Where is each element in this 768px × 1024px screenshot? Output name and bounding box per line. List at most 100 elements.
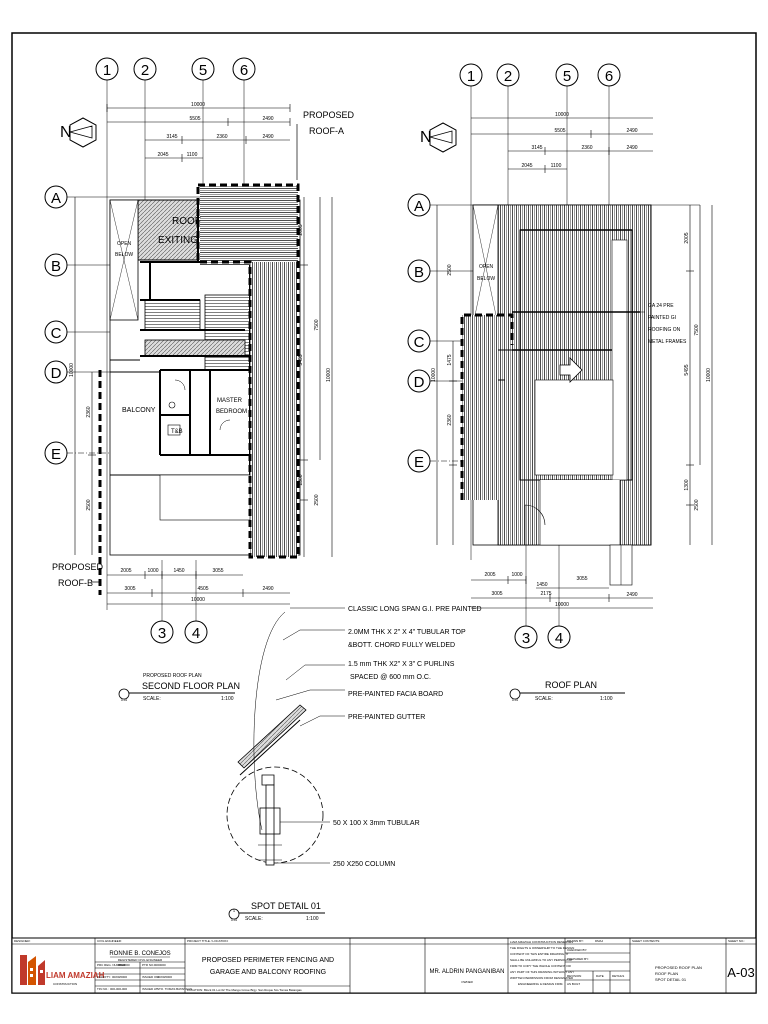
dim-top-5505: 5505: [189, 116, 200, 122]
grid-bubble-4: 4: [184, 620, 208, 644]
grid-bubble-e: E: [44, 441, 68, 465]
dim-top-3145: 3145: [166, 134, 177, 140]
grid-bubble-6b: 6: [597, 63, 621, 87]
svg-text:SHALL BE UNLAWFUL TO ANY PERSO: SHALL BE UNLAWFUL TO ANY PERSON OR: [510, 958, 573, 962]
dim-top-overall: 10000: [191, 102, 205, 108]
svg-text:1:100: 1:100: [600, 696, 613, 702]
svg-text:N: N: [420, 129, 432, 146]
svg-text:A-01: A-01: [231, 918, 238, 922]
grid-bubble-d: D: [44, 360, 68, 384]
dim-bot-2490: 2490: [262, 586, 273, 592]
dim-bot-3055: 3055: [212, 568, 223, 574]
svg-text:1:100: 1:100: [306, 916, 319, 922]
dim-bot-overall: 10000: [191, 597, 205, 603]
north-arrow-icon: N: [60, 117, 97, 148]
svg-text:THE RIGHTS & OWNERSHIP TO THE: THE RIGHTS & OWNERSHIP TO THE DESIGN: [510, 946, 574, 950]
svg-text:WRITTEN PERMISSION FROM DESIGN: WRITTEN PERMISSION FROM DESIGNATED: [510, 976, 574, 980]
sheet-contents-3: SPOT DETAIL 01: [655, 977, 687, 982]
dim-right-2005: 2005: [298, 224, 304, 235]
spot-detail-title: SPOT DETAIL 01 1 A-01 SCALE: 1:100: [228, 901, 325, 922]
grid-bubble-cb: C: [407, 329, 431, 353]
grid-bubble-5b: 5: [555, 63, 579, 87]
svg-text:1: 1: [233, 908, 236, 913]
svg-text:A-01: A-01: [121, 698, 128, 702]
proposed-roof-b-label-1: PROPOSED: [52, 562, 104, 572]
dim-top-2490: 2490: [262, 116, 273, 122]
issued-at-label: ISSUED AT:: [142, 987, 158, 991]
svg-text:A-01: A-01: [512, 698, 519, 702]
company-logo: LIAM AMAZIAH CONSTRUCTION: [20, 955, 105, 986]
dim-left-10000: 10000: [69, 363, 75, 377]
drawn-by-label: DRAWN BY:: [567, 939, 584, 943]
bottom-dimensions: [107, 571, 290, 605]
dim-right-2500: 2500: [314, 494, 320, 505]
engineer-title: REGISTERED CIVIL ENGINEER: [118, 958, 163, 962]
dim2-top-2045: 2045: [521, 163, 532, 169]
dim2-top-2490: 2490: [626, 128, 637, 134]
note-tubular-1: 2.0MM THK X 2" X 4" TUBULAR TOP: [348, 629, 466, 636]
dim2-top-5505: 5505: [554, 128, 565, 134]
location-label: LOCATION:: [187, 988, 203, 992]
grid-bubble-ab: A: [407, 193, 431, 217]
second-floor-plan: 1 2 5 6 3 4 A B C D E N: [44, 57, 355, 644]
svg-text:LIAM AMAZIAH CONSTRUCTION RESE: LIAM AMAZIAH CONSTRUCTION RESERVES: [510, 940, 573, 944]
revision-label: REVISION: [567, 974, 581, 978]
note-facia: PRE-PAINTED FACIA BOARD: [348, 691, 443, 698]
tin-value: 000-000-000: [110, 987, 127, 991]
note-column: 250 X250 COLUMN: [333, 861, 395, 868]
svg-text:SCALE:: SCALE:: [535, 696, 553, 702]
svg-text:CONTENT OF THIS ENTIRE DRAWING: CONTENT OF THIS ENTIRE DRAWING. IT: [510, 952, 569, 956]
grid-bubble-2: 2: [133, 57, 157, 81]
grid-bubble-c: C: [44, 320, 68, 344]
second-floor-title: PROPOSED ROOF PLAN SECOND FLOOR PLAN A-0…: [118, 673, 240, 702]
svg-text:CONSTRUCTION: CONSTRUCTION: [53, 982, 77, 986]
svg-text:5: 5: [199, 62, 207, 79]
sheet-number: A-03: [727, 965, 754, 980]
grid-bubble-eb: E: [407, 449, 431, 473]
grid-bubble-a: A: [44, 185, 68, 209]
dim2-bot-1000: 1000: [511, 572, 522, 578]
proposed-roof-b-label-2: ROOF-B: [58, 578, 93, 588]
ptr-label: PTR NO.:: [142, 963, 155, 967]
prepared-by-label: PREPARED BY:: [567, 957, 589, 961]
dim-top-1100: 1100: [187, 152, 198, 158]
dim-bot-3005: 3005: [124, 586, 135, 592]
project-line-2: GARAGE AND BALCONY ROOFING: [210, 969, 326, 976]
svg-text:5: 5: [563, 68, 571, 85]
svg-text:N: N: [60, 124, 72, 141]
dim-right-7500: 7500: [314, 319, 320, 330]
dim2-left-10000: 10000: [431, 368, 437, 382]
roof-plan-title: ROOF PLAN A-01 SCALE: 1:100: [509, 680, 625, 702]
owner-name: MR. ALDRIN PANGANIBAN: [430, 969, 505, 975]
bottom-dimensions-b: [471, 576, 653, 609]
dim2-right-2500: 2500: [694, 499, 700, 510]
validity-label: VALIDITY:: [97, 975, 111, 979]
sheet-contents-2: ROOF PLAN: [655, 971, 678, 976]
dim2-top-1100: 1100: [551, 163, 562, 169]
balcony-label: BALCONY: [122, 407, 156, 414]
dim2-right-5495: 5495: [684, 364, 690, 375]
svg-text:PROPOSED ROOF PLAN: PROPOSED ROOF PLAN: [143, 673, 202, 679]
dim2-right-10000: 10000: [706, 368, 712, 382]
svg-text:C: C: [414, 334, 425, 351]
master-bedroom-label-1: MASTER: [217, 398, 243, 404]
proposed-roof-a-label-2: ROOF-A: [309, 126, 344, 136]
svg-text:SPOT DETAIL 01: SPOT DETAIL 01: [251, 901, 321, 911]
svg-text:A: A: [51, 190, 61, 207]
dim2-top-2490b: 2490: [626, 145, 637, 151]
svg-text:LIAM AMAZIAH: LIAM AMAZIAH: [46, 971, 105, 980]
right-dimensions: [300, 197, 333, 557]
civil-engineer-label: CIVIL ENGINEER:: [97, 939, 122, 943]
svg-text:2: 2: [141, 62, 149, 79]
dim-top-2360: 2360: [216, 134, 227, 140]
grid-bubble-2b: 2: [496, 63, 520, 87]
checked-by-label: CHECKED BY:: [567, 948, 587, 952]
svg-text:ROOF PLAN: ROOF PLAN: [545, 680, 597, 690]
tb-label: T&B: [171, 429, 183, 435]
svg-text:3: 3: [522, 630, 530, 647]
roofing-note-2: PAINTED GI: [648, 315, 676, 321]
roofing-note-3: ROOFING ON: [648, 327, 681, 333]
grid-bubble-b: B: [44, 253, 68, 277]
details-label: DETAILS: [612, 974, 624, 978]
